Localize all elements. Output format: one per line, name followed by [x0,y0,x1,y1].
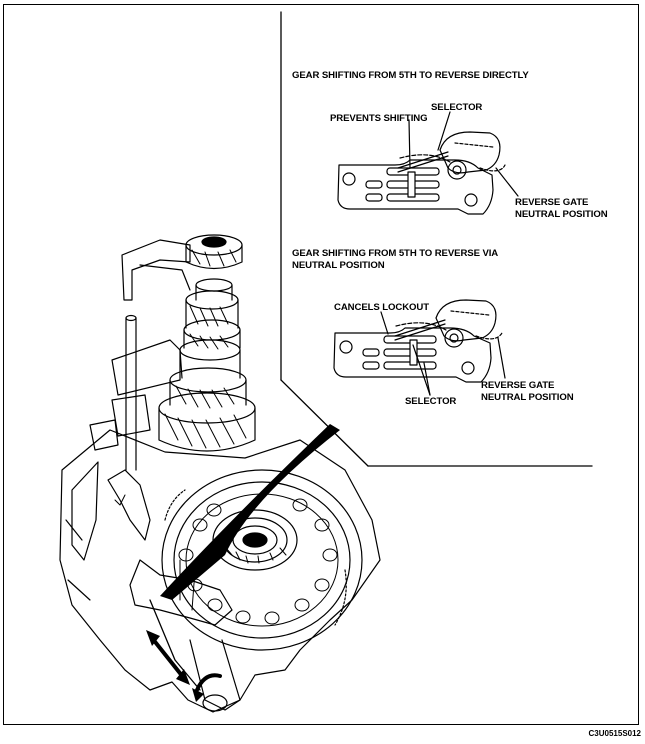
shift-gate-detail-bottom [333,299,506,396]
label-cancels-lockout: CANCELS LOCKOUT [334,302,429,313]
shift-gate-detail-top [337,111,519,215]
figure-frame [3,4,639,725]
casing [59,429,381,713]
label-reverse-gate-top: REVERSE GATE [515,197,589,208]
label-reverse-gate-bottom: REVERSE GATE [481,380,555,391]
label-neutral-position-bottom: NEUTRAL POSITION [481,392,574,403]
inset-panel-border [280,11,593,467]
heading-via-line1: GEAR SHIFTING FROM 5TH TO REVERSE VIA [292,248,499,259]
lever-motion-arrow [150,636,185,679]
heading-direct: GEAR SHIFTING FROM 5TH TO REVERSE DIRECT… [292,70,529,81]
label-prevents-shifting: PREVENTS SHIFTING [330,113,428,124]
ring-flange [161,469,363,651]
figure-code: C3U0515S012 [588,729,641,738]
callout-band [160,424,340,600]
heading-via-line2: NEUTRAL POSITION [292,260,385,271]
label-neutral-position-top: NEUTRAL POSITION [515,209,608,220]
label-selector-bottom: SELECTOR [405,396,457,407]
label-selector-top: SELECTOR [431,102,483,113]
rotation-arrow [195,673,222,692]
main-transmission [59,234,381,713]
